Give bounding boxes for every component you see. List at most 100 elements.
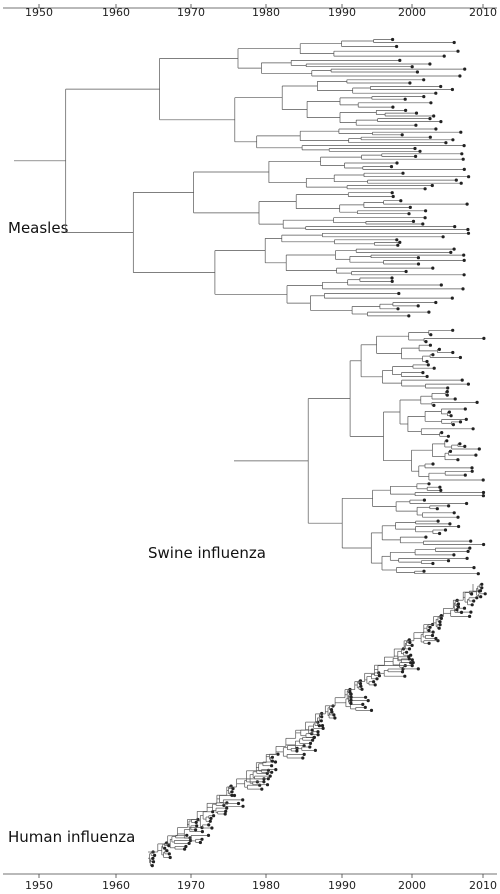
tip-node — [377, 674, 381, 678]
tip-node — [409, 661, 413, 665]
tip-node — [440, 431, 444, 435]
tip-node — [422, 569, 426, 573]
tip-node — [209, 816, 213, 821]
tip-node — [333, 716, 337, 720]
tip-node — [361, 702, 365, 707]
tip-node — [360, 687, 364, 691]
tip-node — [422, 498, 426, 502]
tip-node — [462, 273, 466, 277]
tip-node — [364, 695, 368, 699]
tip-node — [224, 809, 228, 813]
tip-node — [268, 774, 272, 778]
tip-node — [453, 225, 457, 229]
tip-node — [198, 840, 202, 845]
bottom-tick-label: 1990 — [328, 879, 356, 892]
tip-node — [437, 626, 441, 630]
tip-node — [411, 219, 416, 223]
tip-node — [413, 146, 417, 151]
tip-node — [425, 359, 429, 364]
tip-node — [313, 748, 317, 753]
tip-node — [195, 824, 199, 828]
tip-node — [410, 664, 414, 668]
tip-node — [468, 546, 472, 550]
tip-node — [456, 49, 460, 53]
tip-node — [462, 258, 466, 262]
tip-node — [464, 417, 468, 421]
tip-node — [308, 741, 313, 746]
tip-node — [438, 623, 442, 627]
tip-node — [185, 833, 189, 837]
human-influenza-tree — [148, 582, 487, 868]
tip-node — [452, 511, 456, 515]
tip-node — [369, 708, 374, 713]
tip-node — [446, 434, 450, 438]
tip-node — [187, 841, 191, 846]
tip-node — [416, 256, 420, 260]
tip-node — [168, 855, 172, 860]
tip-node — [151, 856, 155, 861]
tip-node — [466, 227, 470, 232]
tip-node — [476, 572, 480, 576]
tip-node — [316, 733, 320, 737]
tip-node — [451, 138, 455, 142]
tip-node — [432, 114, 436, 118]
top-tick-label: 1950 — [25, 6, 53, 19]
tip-node — [470, 466, 474, 470]
tip-node — [460, 378, 464, 382]
tip-node — [449, 250, 453, 254]
tip-node — [414, 154, 418, 158]
tip-node — [456, 602, 460, 606]
tip-node — [399, 199, 403, 203]
tip-node — [398, 240, 402, 244]
tip-node — [436, 519, 440, 523]
tip-node — [302, 744, 306, 748]
tip-node — [310, 728, 314, 732]
tip-node — [349, 695, 353, 699]
tip-node — [167, 844, 171, 848]
tip-node — [453, 397, 457, 401]
tip-node — [459, 610, 464, 615]
tip-node — [447, 410, 451, 414]
tip-node — [426, 363, 430, 367]
bottom-axis: 1950 1960 1970 1980 1990 2000 2010 — [3, 873, 497, 892]
tip-node — [359, 684, 363, 688]
tip-node — [411, 661, 415, 665]
tip-node — [395, 44, 399, 49]
tip-node — [308, 745, 312, 749]
tip-node — [408, 205, 412, 209]
tip-node — [451, 423, 455, 427]
tip-node — [391, 105, 395, 109]
tip-node — [475, 400, 479, 404]
tip-node — [225, 801, 229, 805]
tip-node — [460, 152, 464, 156]
tip-node — [320, 724, 325, 728]
tip-node — [431, 630, 435, 634]
tip-node — [316, 730, 320, 734]
bottom-tick-label: 1970 — [177, 879, 205, 892]
tip-node — [437, 347, 441, 351]
tip-node — [466, 382, 470, 386]
tip-node — [435, 507, 439, 511]
tip-node — [390, 276, 394, 280]
tip-node — [467, 175, 471, 179]
tip-node — [319, 719, 323, 723]
tip-node — [465, 501, 469, 506]
tip-node — [188, 838, 193, 843]
tip-node — [481, 494, 485, 498]
tip-node — [428, 135, 432, 139]
tip-node — [408, 640, 412, 645]
tip-node — [349, 698, 353, 703]
tip-node — [207, 823, 211, 827]
tip-node — [349, 701, 353, 706]
tip-node — [431, 353, 435, 357]
tip-node — [183, 847, 187, 851]
tip-node — [458, 74, 462, 78]
tip-node — [416, 262, 421, 266]
tip-node — [165, 849, 169, 853]
tip-node — [422, 78, 426, 82]
tip-node — [468, 614, 472, 619]
tip-node — [427, 641, 431, 645]
tip-node — [470, 469, 474, 473]
